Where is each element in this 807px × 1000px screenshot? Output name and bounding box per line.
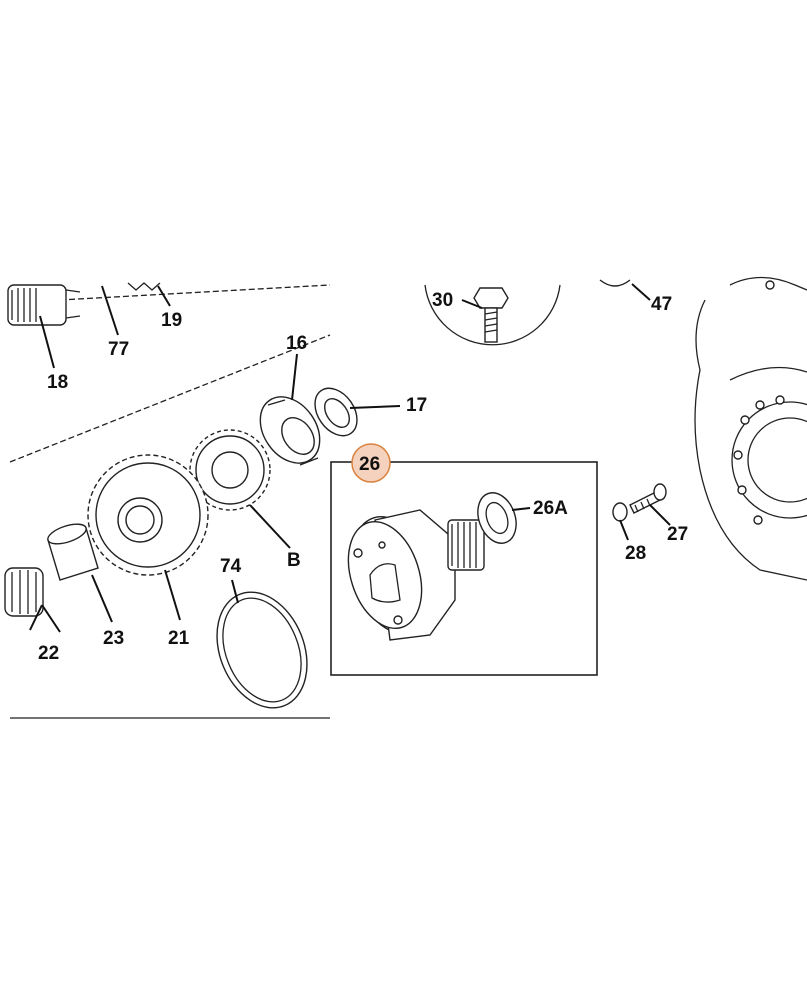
bolt-27-washer-28 <box>612 483 671 541</box>
callout-26a: 26A <box>533 498 568 519</box>
callout-77: 77 <box>108 339 129 360</box>
leader-lines <box>39 283 651 369</box>
highlight-circle-26 <box>351 443 391 483</box>
callout-47: 47 <box>651 294 672 315</box>
bearing-22 <box>4 567 61 633</box>
callout-22: 22 <box>38 643 59 664</box>
gear-part-19 <box>127 282 161 291</box>
gear-B <box>189 429 291 549</box>
bushing-23 <box>47 523 113 623</box>
callout-B: B <box>287 550 301 571</box>
callout-18: 18 <box>47 372 68 393</box>
shaft-part-18 <box>7 284 81 326</box>
callout-74: 74 <box>220 556 242 577</box>
part-47 <box>599 279 631 287</box>
bearing-16 <box>259 353 321 466</box>
callout-17: 17 <box>406 395 427 416</box>
gear-21 <box>87 454 209 621</box>
callout-16: 16 <box>286 333 307 354</box>
callout-labels: 30 47 19 77 18 16 17 26 26A 27 28 B 74 2… <box>38 290 688 664</box>
callout-26: 26 <box>359 454 380 475</box>
callout-27: 27 <box>667 524 688 545</box>
callout-30: 30 <box>432 290 453 311</box>
housing <box>694 276 807 581</box>
seal-17 <box>314 387 401 437</box>
callout-19: 19 <box>161 310 182 331</box>
callout-23: 23 <box>103 628 124 649</box>
callout-21: 21 <box>168 628 190 649</box>
callout-28: 28 <box>625 543 646 564</box>
o-ring-74 <box>216 579 308 709</box>
assembly-box-26 <box>330 461 598 676</box>
bolt-inset-30 <box>424 284 561 346</box>
